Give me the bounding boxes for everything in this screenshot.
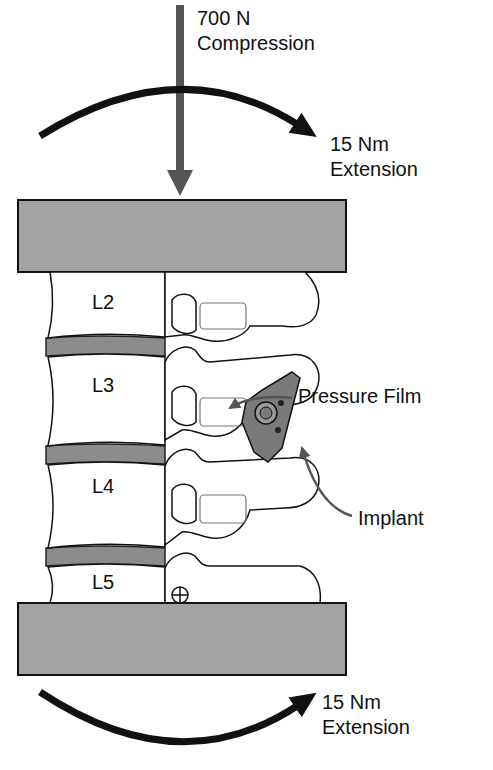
load-label: 15 Nm Extension (330, 132, 440, 182)
load-label: 700 N Compression (197, 6, 332, 56)
vertebra-label: L5 (92, 570, 152, 595)
compression-arrow (167, 5, 193, 196)
callout-label: Implant (358, 506, 478, 531)
vertebra-label: L4 (92, 474, 152, 499)
posterior-elements (165, 272, 320, 603)
pressure-film (200, 303, 246, 523)
loading-plate (18, 603, 346, 675)
moment-arrow (40, 89, 300, 136)
vertebra-label: L3 (92, 373, 152, 398)
leader-line (230, 397, 292, 408)
intervertebral-discs (46, 336, 165, 566)
loading-plate (18, 200, 346, 272)
vertebral-bodies (48, 272, 165, 603)
leader-line (302, 448, 352, 516)
implant (242, 372, 300, 462)
vertebra-label: L2 (92, 290, 152, 315)
moment-arrow (40, 692, 300, 742)
load-label: 15 Nm Extension (322, 690, 432, 740)
pivot-symbol (172, 587, 188, 603)
callout-label: Pressure Film (298, 384, 478, 409)
